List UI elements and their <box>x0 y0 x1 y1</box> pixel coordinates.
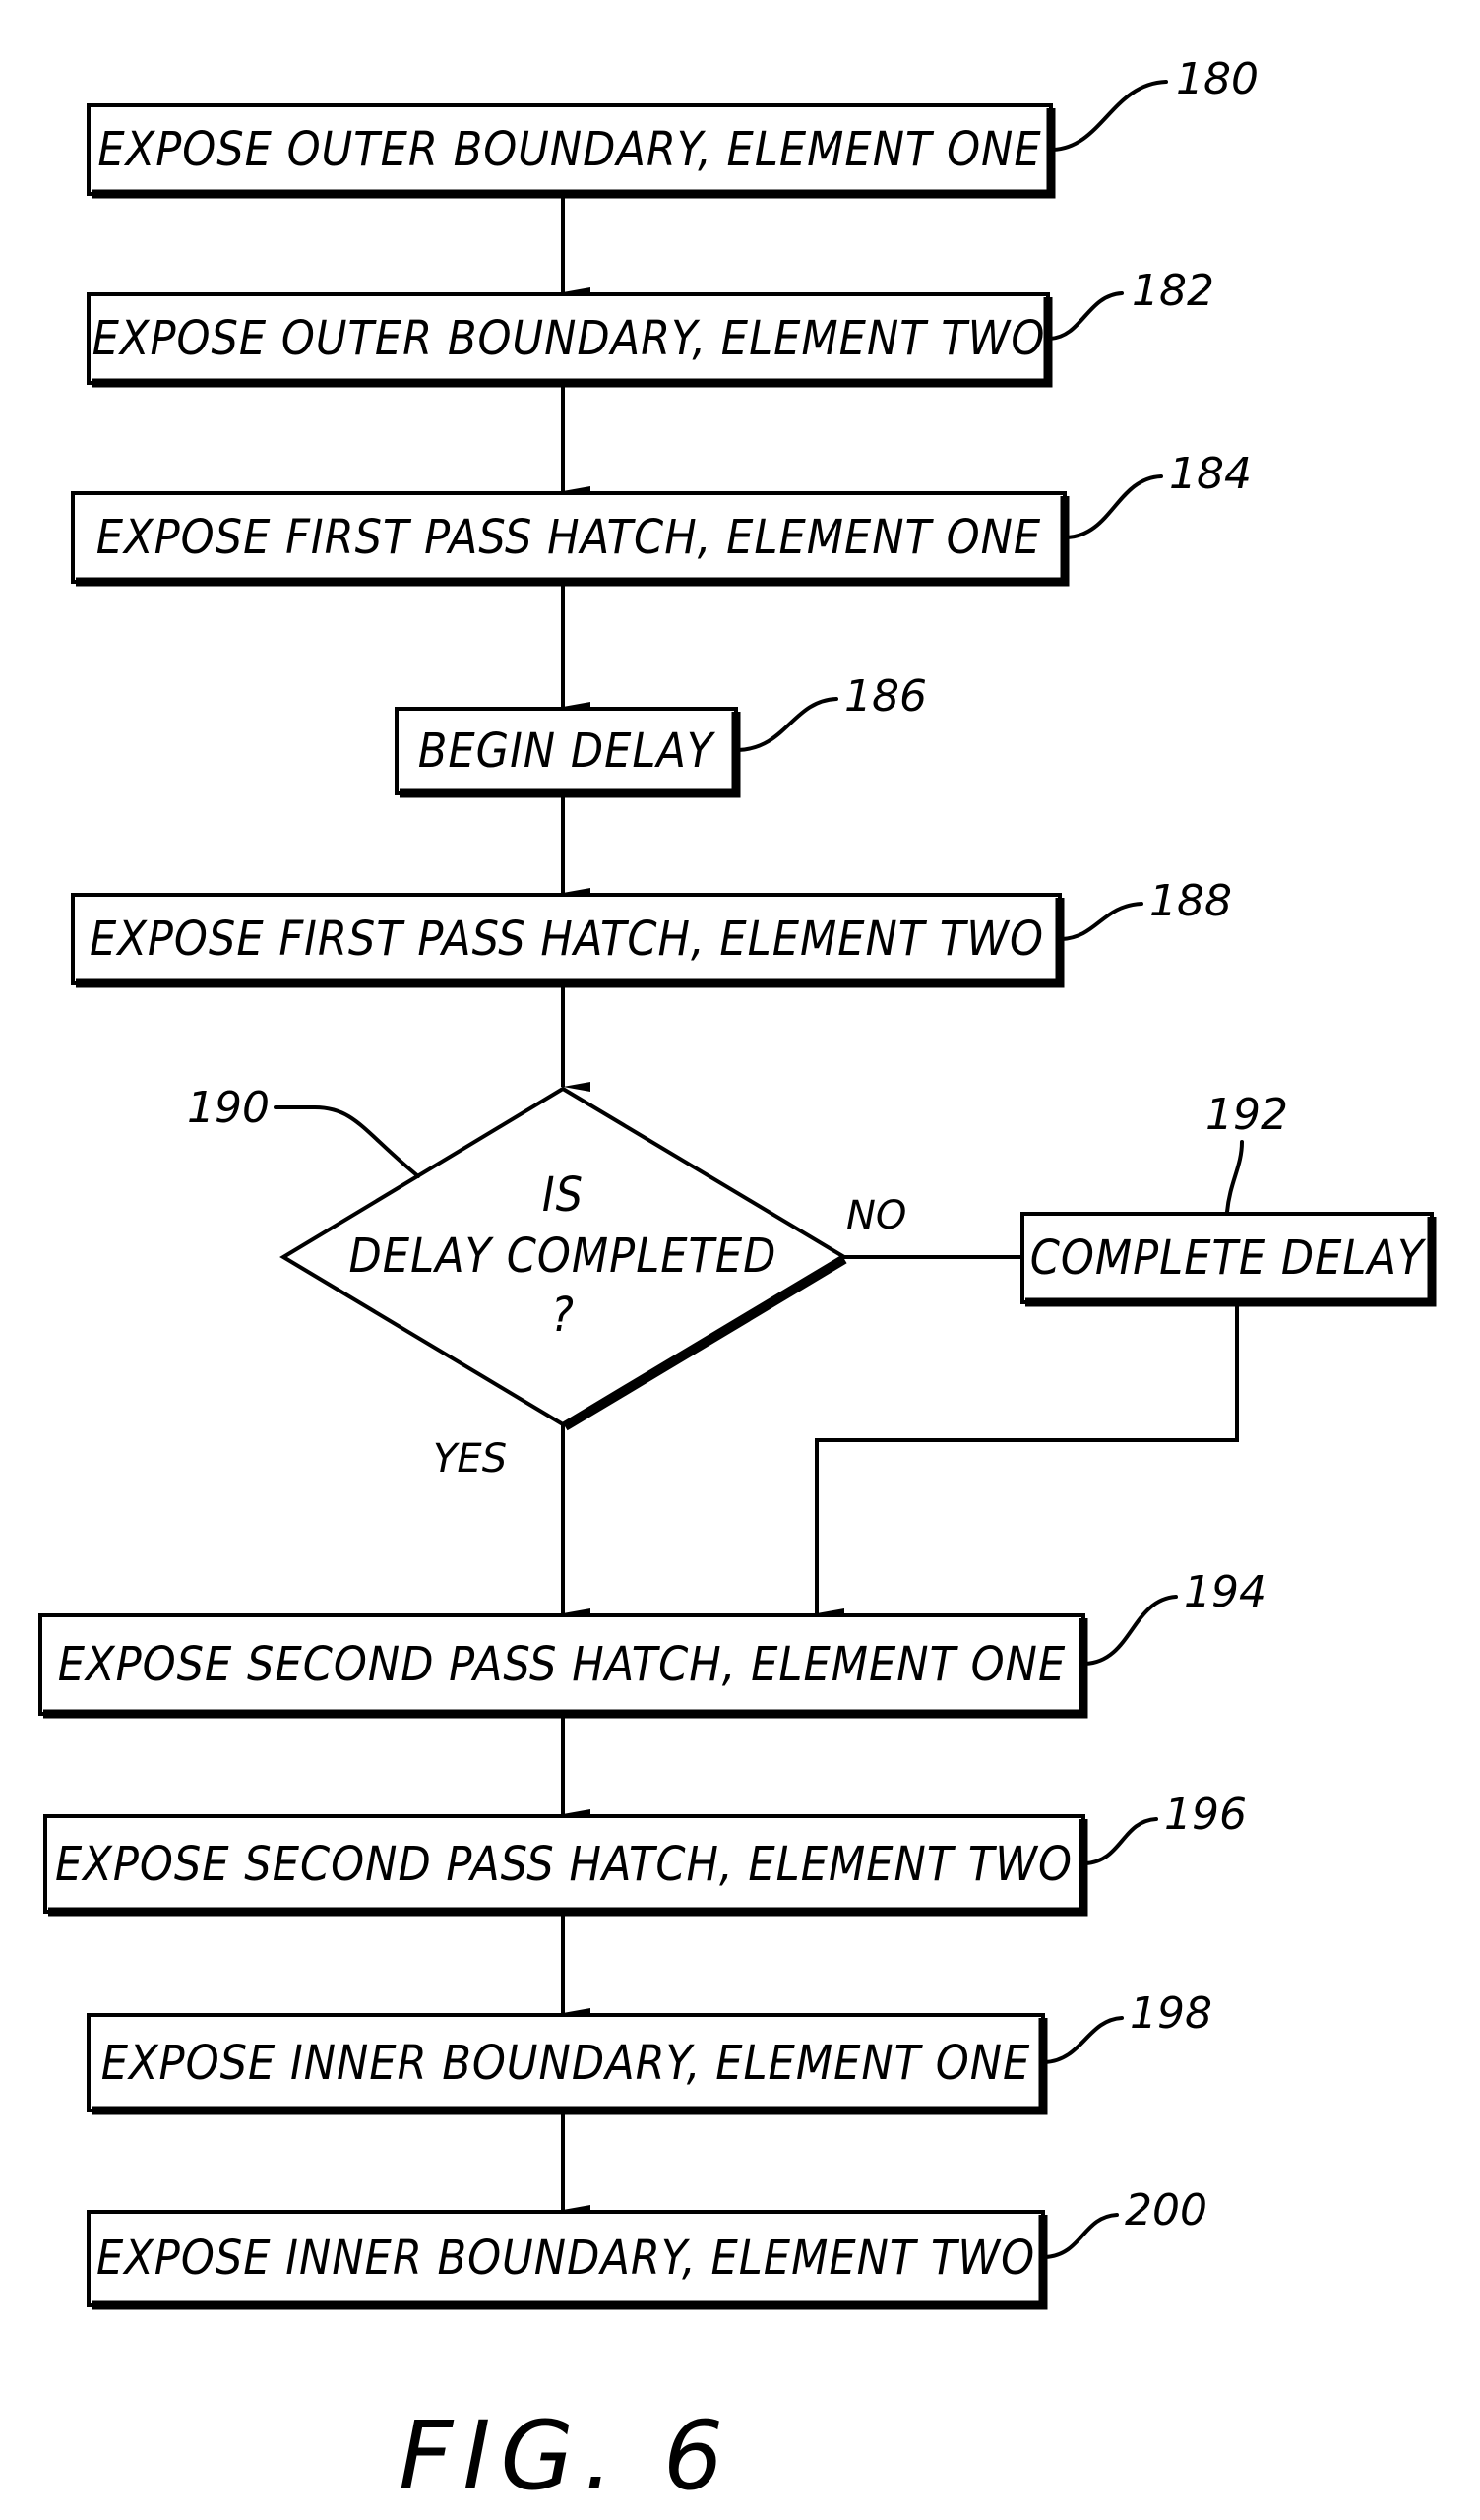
step-186-ref: 186 <box>844 671 927 722</box>
step-194-leader <box>1085 1597 1176 1664</box>
step-182-ref: 182 <box>1132 266 1214 316</box>
step-182-leader <box>1050 293 1122 339</box>
step-180: EXPOSE OUTER BOUNDARY, ELEMENT ONE 180 <box>89 54 1259 194</box>
step-200-ref: 200 <box>1125 2185 1207 2236</box>
step-180-leader <box>1053 82 1166 150</box>
step-184-ref: 184 <box>1169 449 1252 499</box>
step-184-leader <box>1067 476 1161 537</box>
step-196-leader <box>1085 1819 1156 1863</box>
step-182: EXPOSE OUTER BOUNDARY, ELEMENT TWO 182 <box>89 266 1214 383</box>
decision-190-line-1: IS <box>542 1167 584 1223</box>
step-194: EXPOSE SECOND PASS HATCH, ELEMENT ONE 19… <box>40 1567 1266 1714</box>
step-200-leader <box>1045 2215 1117 2257</box>
step-196-ref: 196 <box>1164 1790 1247 1840</box>
step-188-ref: 188 <box>1149 876 1232 926</box>
step-198-ref: 198 <box>1130 1988 1212 2039</box>
step-192-leader <box>1227 1142 1242 1212</box>
decision-190-ref: 190 <box>187 1083 270 1133</box>
yes-branch-label: YES <box>433 1436 507 1481</box>
step-188: EXPOSE FIRST PASS HATCH, ELEMENT TWO 188 <box>73 876 1232 983</box>
step-200-label: EXPOSE INNER BOUNDARY, ELEMENT TWO <box>96 2231 1035 2286</box>
step-198: EXPOSE INNER BOUNDARY, ELEMENT ONE 198 <box>89 1988 1212 2110</box>
step-198-label: EXPOSE INNER BOUNDARY, ELEMENT ONE <box>101 2036 1031 2091</box>
step-182-label: EXPOSE OUTER BOUNDARY, ELEMENT TWO <box>92 311 1046 366</box>
step-188-label: EXPOSE FIRST PASS HATCH, ELEMENT TWO <box>90 912 1044 967</box>
step-194-label: EXPOSE SECOND PASS HATCH, ELEMENT ONE <box>58 1637 1067 1692</box>
figure-caption: FIG. 6 <box>399 2401 733 2511</box>
decision-190-line-3: ? <box>551 1288 575 1343</box>
step-192: COMPLETE DELAY 192 <box>1022 1090 1432 1302</box>
step-184: EXPOSE FIRST PASS HATCH, ELEMENT ONE 184 <box>73 449 1252 582</box>
no-branch-label: NO <box>846 1193 906 1238</box>
arrow-192-194 <box>817 1306 1237 1613</box>
step-192-ref: 192 <box>1205 1090 1288 1140</box>
step-186-leader <box>738 699 836 750</box>
decision-190-leader <box>276 1107 418 1176</box>
step-184-label: EXPOSE FIRST PASS HATCH, ELEMENT ONE <box>96 510 1041 565</box>
step-200: EXPOSE INNER BOUNDARY, ELEMENT TWO 200 <box>89 2185 1207 2305</box>
step-180-label: EXPOSE OUTER BOUNDARY, ELEMENT ONE <box>97 122 1041 177</box>
step-192-label: COMPLETE DELAY <box>1030 1230 1427 1286</box>
step-188-leader <box>1062 904 1141 939</box>
step-196: EXPOSE SECOND PASS HATCH, ELEMENT TWO 19… <box>45 1790 1247 1912</box>
step-180-ref: 180 <box>1176 54 1259 104</box>
step-198-leader <box>1045 2018 1122 2062</box>
step-186-label: BEGIN DELAY <box>418 724 716 779</box>
decision-190-line-2: DELAY COMPLETED <box>349 1228 777 1284</box>
step-186: BEGIN DELAY 186 <box>397 671 927 793</box>
step-194-ref: 194 <box>1184 1567 1266 1617</box>
decision-190: IS DELAY COMPLETED ? 190 NO YES <box>187 1083 906 1481</box>
step-196-label: EXPOSE SECOND PASS HATCH, ELEMENT TWO <box>55 1837 1073 1892</box>
